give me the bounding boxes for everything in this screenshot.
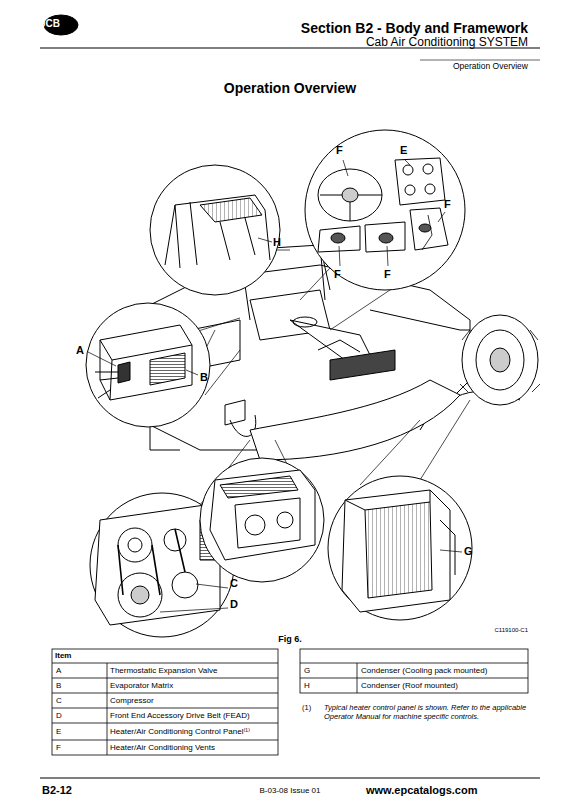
table-cell: F xyxy=(56,743,61,752)
footnote-marker: (1) xyxy=(302,704,311,713)
table-header: Item xyxy=(55,651,71,660)
callout-letter: C xyxy=(230,577,238,590)
table-cell: Front End Accessory Drive Belt (FEAD) xyxy=(110,711,250,720)
cab-interior-detail xyxy=(305,130,465,290)
page-title: Operation Overview xyxy=(224,80,356,96)
table-cell: H xyxy=(304,681,310,690)
callout-letter: F xyxy=(334,268,341,281)
page-topic: Operation Overview xyxy=(453,62,528,72)
callout-letter: F xyxy=(336,144,343,157)
table-cell: A xyxy=(56,666,61,675)
footnote-text: Typical heater control panel is shown. R… xyxy=(324,704,530,721)
table-cell: G xyxy=(304,666,310,675)
logo-text: JCB xyxy=(40,18,60,30)
subsection-heading: Cab Air Conditioning SYSTEM xyxy=(366,36,528,50)
evaporator-detail xyxy=(86,303,210,427)
footer-rule xyxy=(40,777,540,778)
callout-letter: F xyxy=(384,268,391,281)
watermark: www.epcatalogs.com xyxy=(366,784,477,797)
issue-number: B-03-08 Issue 01 xyxy=(260,786,321,795)
callout-letter: B xyxy=(200,371,208,384)
section-heading: Section B2 - Body and Framework xyxy=(301,20,528,36)
callout-letter: G xyxy=(464,545,473,558)
callout-letter: E xyxy=(400,144,407,157)
table-cell: Compressor xyxy=(110,696,154,705)
table-cell: Thermostatic Expansion Valve xyxy=(110,666,217,675)
table-cell: D xyxy=(56,711,62,720)
wheel xyxy=(460,315,540,405)
callout-letter: F xyxy=(444,198,451,211)
roof-condenser-detail xyxy=(150,165,280,295)
table-cell: Heater/Air Conditioning Control Panel⁽¹⁾ xyxy=(110,727,250,736)
figure-caption: Fig 6. xyxy=(278,634,302,644)
header-subrule xyxy=(420,60,540,61)
item-table xyxy=(52,649,278,755)
callout-letter: A xyxy=(76,344,84,357)
page-number: B2-12 xyxy=(42,784,72,797)
item-table-2 xyxy=(300,649,528,693)
callout-letter: D xyxy=(230,598,238,611)
table-cell: Condenser (Cooling pack mounted) xyxy=(361,666,487,675)
machine-body xyxy=(100,245,520,460)
callout-letter: H xyxy=(273,236,281,249)
drawing-number: C119100-C1 xyxy=(494,627,528,634)
engine-bay-detail xyxy=(200,458,324,582)
table-cell: E xyxy=(56,727,61,736)
cooling-pack-detail xyxy=(328,476,472,620)
table-cell: C xyxy=(56,696,62,705)
table-cell: Evaporator Matrix xyxy=(110,681,173,690)
table-cell: Condenser (Roof mounted) xyxy=(361,681,458,690)
table-cell: B xyxy=(56,681,61,690)
table-cell: Heater/Air Conditioning Vents xyxy=(110,743,215,752)
